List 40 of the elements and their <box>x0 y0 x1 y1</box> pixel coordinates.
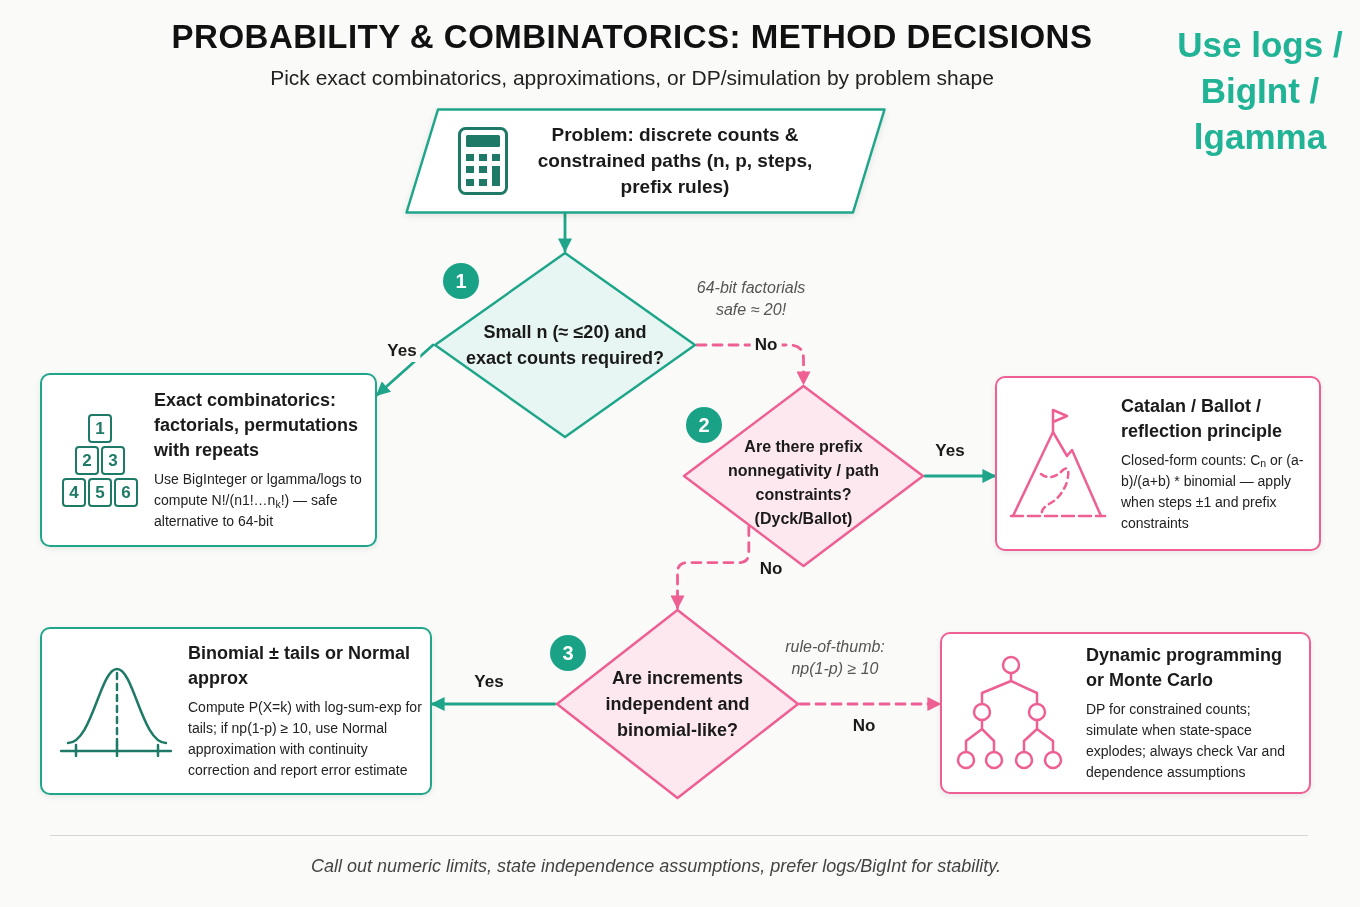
decision-diamond <box>433 251 697 439</box>
problem-statement: Problem: discrete counts & constrained paths (n, p, steps, prefix rules) <box>536 123 814 199</box>
side-note: Use logs / BigInt / lgamma <box>1176 24 1344 158</box>
step-number: 1 <box>443 263 479 299</box>
card-description: Use BigInteger or lgamma/logs to compute N!/(n1!…n$_{k}$!) — safe alternative to 64-bit <box>154 470 363 531</box>
dashed-arrow <box>798 697 942 711</box>
arrow <box>923 469 997 483</box>
card-description: DP for constrained counts; simulate when state-space explodes; always check Var and dependence assumptions <box>1086 700 1286 782</box>
arrow <box>430 697 557 711</box>
step-number: 2 <box>686 407 722 443</box>
number-tile: 5 <box>88 477 112 507</box>
number-tile: 2 <box>75 445 99 475</box>
card-heading: Exact combinatorics: factorials, permutations with repeats <box>154 389 360 462</box>
page-title: PROBABILITY & COMBINATORICS: METHOD DECISIONS <box>170 17 1094 57</box>
footer-caption: Call out numeric limits, state independence assumptions, prefer logs/BigInt for stability. <box>310 855 1002 878</box>
decision-question: Are there prefix nonnegativity / path constraints? (Dyck/Ballot) <box>726 437 881 529</box>
number-tile: 6 <box>114 477 138 507</box>
annotation-note: 64-bit factorials safe ≈ 20! <box>695 278 807 320</box>
card-heading: Catalan / Ballot / reflection principle <box>1121 394 1284 443</box>
decision-question: Are increments independent and binomial-like? <box>604 667 751 742</box>
annotation-note: rule-of-thumb: np(1-p) ≥ 10 <box>784 637 886 679</box>
method-card <box>40 627 432 795</box>
card-heading: Binomial ± tails or Normal approx <box>188 642 411 690</box>
dashed-arrow <box>695 343 811 386</box>
card-heading: Dynamic programming or Monte Carlo <box>1086 644 1284 692</box>
step-number: 3 <box>550 635 586 671</box>
arrow <box>375 343 435 397</box>
arrow <box>558 212 572 253</box>
dashed-arrow <box>670 525 751 610</box>
number-tile: 4 <box>62 477 86 507</box>
subtitle: Pick exact combinatorics, approximations, or DP/simulation by problem shape <box>269 65 995 91</box>
number-tile: 3 <box>101 445 125 475</box>
method-card <box>40 373 377 547</box>
method-card <box>995 376 1321 551</box>
card-description: Closed-form counts: C$_{n}$ or (a-b)/(a+b) * binomial — apply when steps ±1 and prefix constraints <box>1121 450 1305 533</box>
method-card <box>940 632 1311 794</box>
decision-question: Small n (≈ ≤20) and exact counts required? <box>464 321 666 370</box>
number-tile: 1 <box>88 413 112 443</box>
card-description: Compute P(X=k) with log-sum-exp for tails; if np(1-p) ≥ 10, use Normal approximation with continuity correction and report error estimate <box>188 698 422 780</box>
problem-parallelogram <box>405 108 886 214</box>
